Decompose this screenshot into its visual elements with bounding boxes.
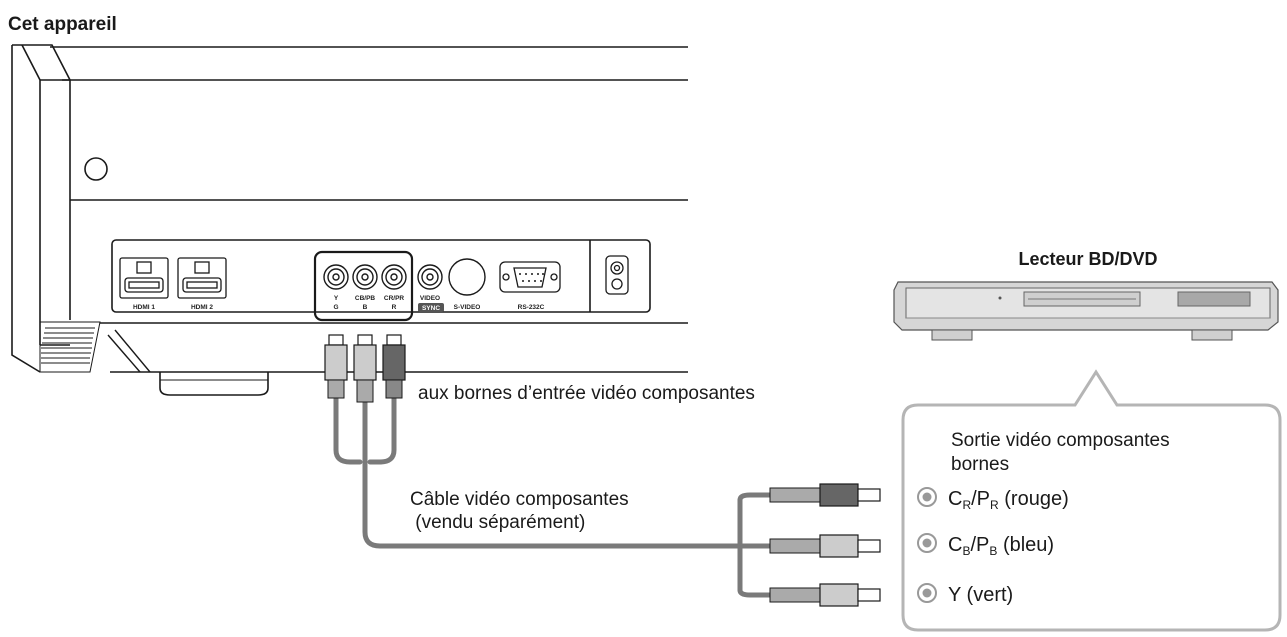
jack-label-cb: CB/PB (bleu) [948, 534, 1054, 558]
device-title: Cet appareil [8, 14, 117, 35]
jack-label-cr: CR/PR (rouge) [948, 488, 1069, 512]
port-cr-label: CR/PR [384, 295, 405, 302]
rs232c-label: RS-232C [518, 304, 545, 311]
port-sync-label: SYNC [422, 305, 440, 312]
port-r-label: R [392, 304, 397, 311]
bd-dvd-player [893, 281, 1279, 341]
rca-plugs-projector [324, 334, 406, 403]
port-g-label: G [333, 304, 338, 311]
hdmi2-label: HDMI 2 [191, 304, 213, 311]
component-input-jacks [313, 250, 486, 322]
callout-title-line2: bornes [951, 454, 1009, 475]
port-video-label: VIDEO [420, 295, 440, 302]
rs232c-pins [519, 273, 544, 282]
output-jacks [917, 487, 937, 603]
hdmi1-label: HDMI 1 [133, 304, 155, 311]
callout-title-line1: Sortie vidéo composantes [951, 430, 1170, 451]
trigger-jack [605, 255, 629, 295]
port-y-label: Y [334, 295, 339, 302]
hdmi2-port [177, 257, 227, 299]
sync-badge [418, 303, 444, 312]
jack-label-y: Y (vert) [948, 584, 1013, 606]
input-terminals-label: aux bornes d’entrée vidéo composantes [418, 383, 755, 404]
port-cb-label: CB/PB [355, 295, 376, 302]
port-svideo-label: S-VIDEO [454, 304, 481, 311]
callout-bubble [901, 369, 1282, 632]
projector-illustration [11, 44, 688, 396]
port-b-label: B [363, 304, 368, 311]
player-title: Lecteur BD/DVD [1018, 249, 1157, 269]
cable-label-line2: (vendu séparément) [410, 512, 585, 533]
rs232c-port [499, 261, 561, 293]
vent-grille [41, 327, 95, 364]
component-cable [333, 392, 773, 598]
cable-label-line1: Câble vidéo composantes [410, 489, 629, 510]
rca-plugs-player [769, 483, 881, 607]
hdmi1-port [119, 257, 169, 299]
